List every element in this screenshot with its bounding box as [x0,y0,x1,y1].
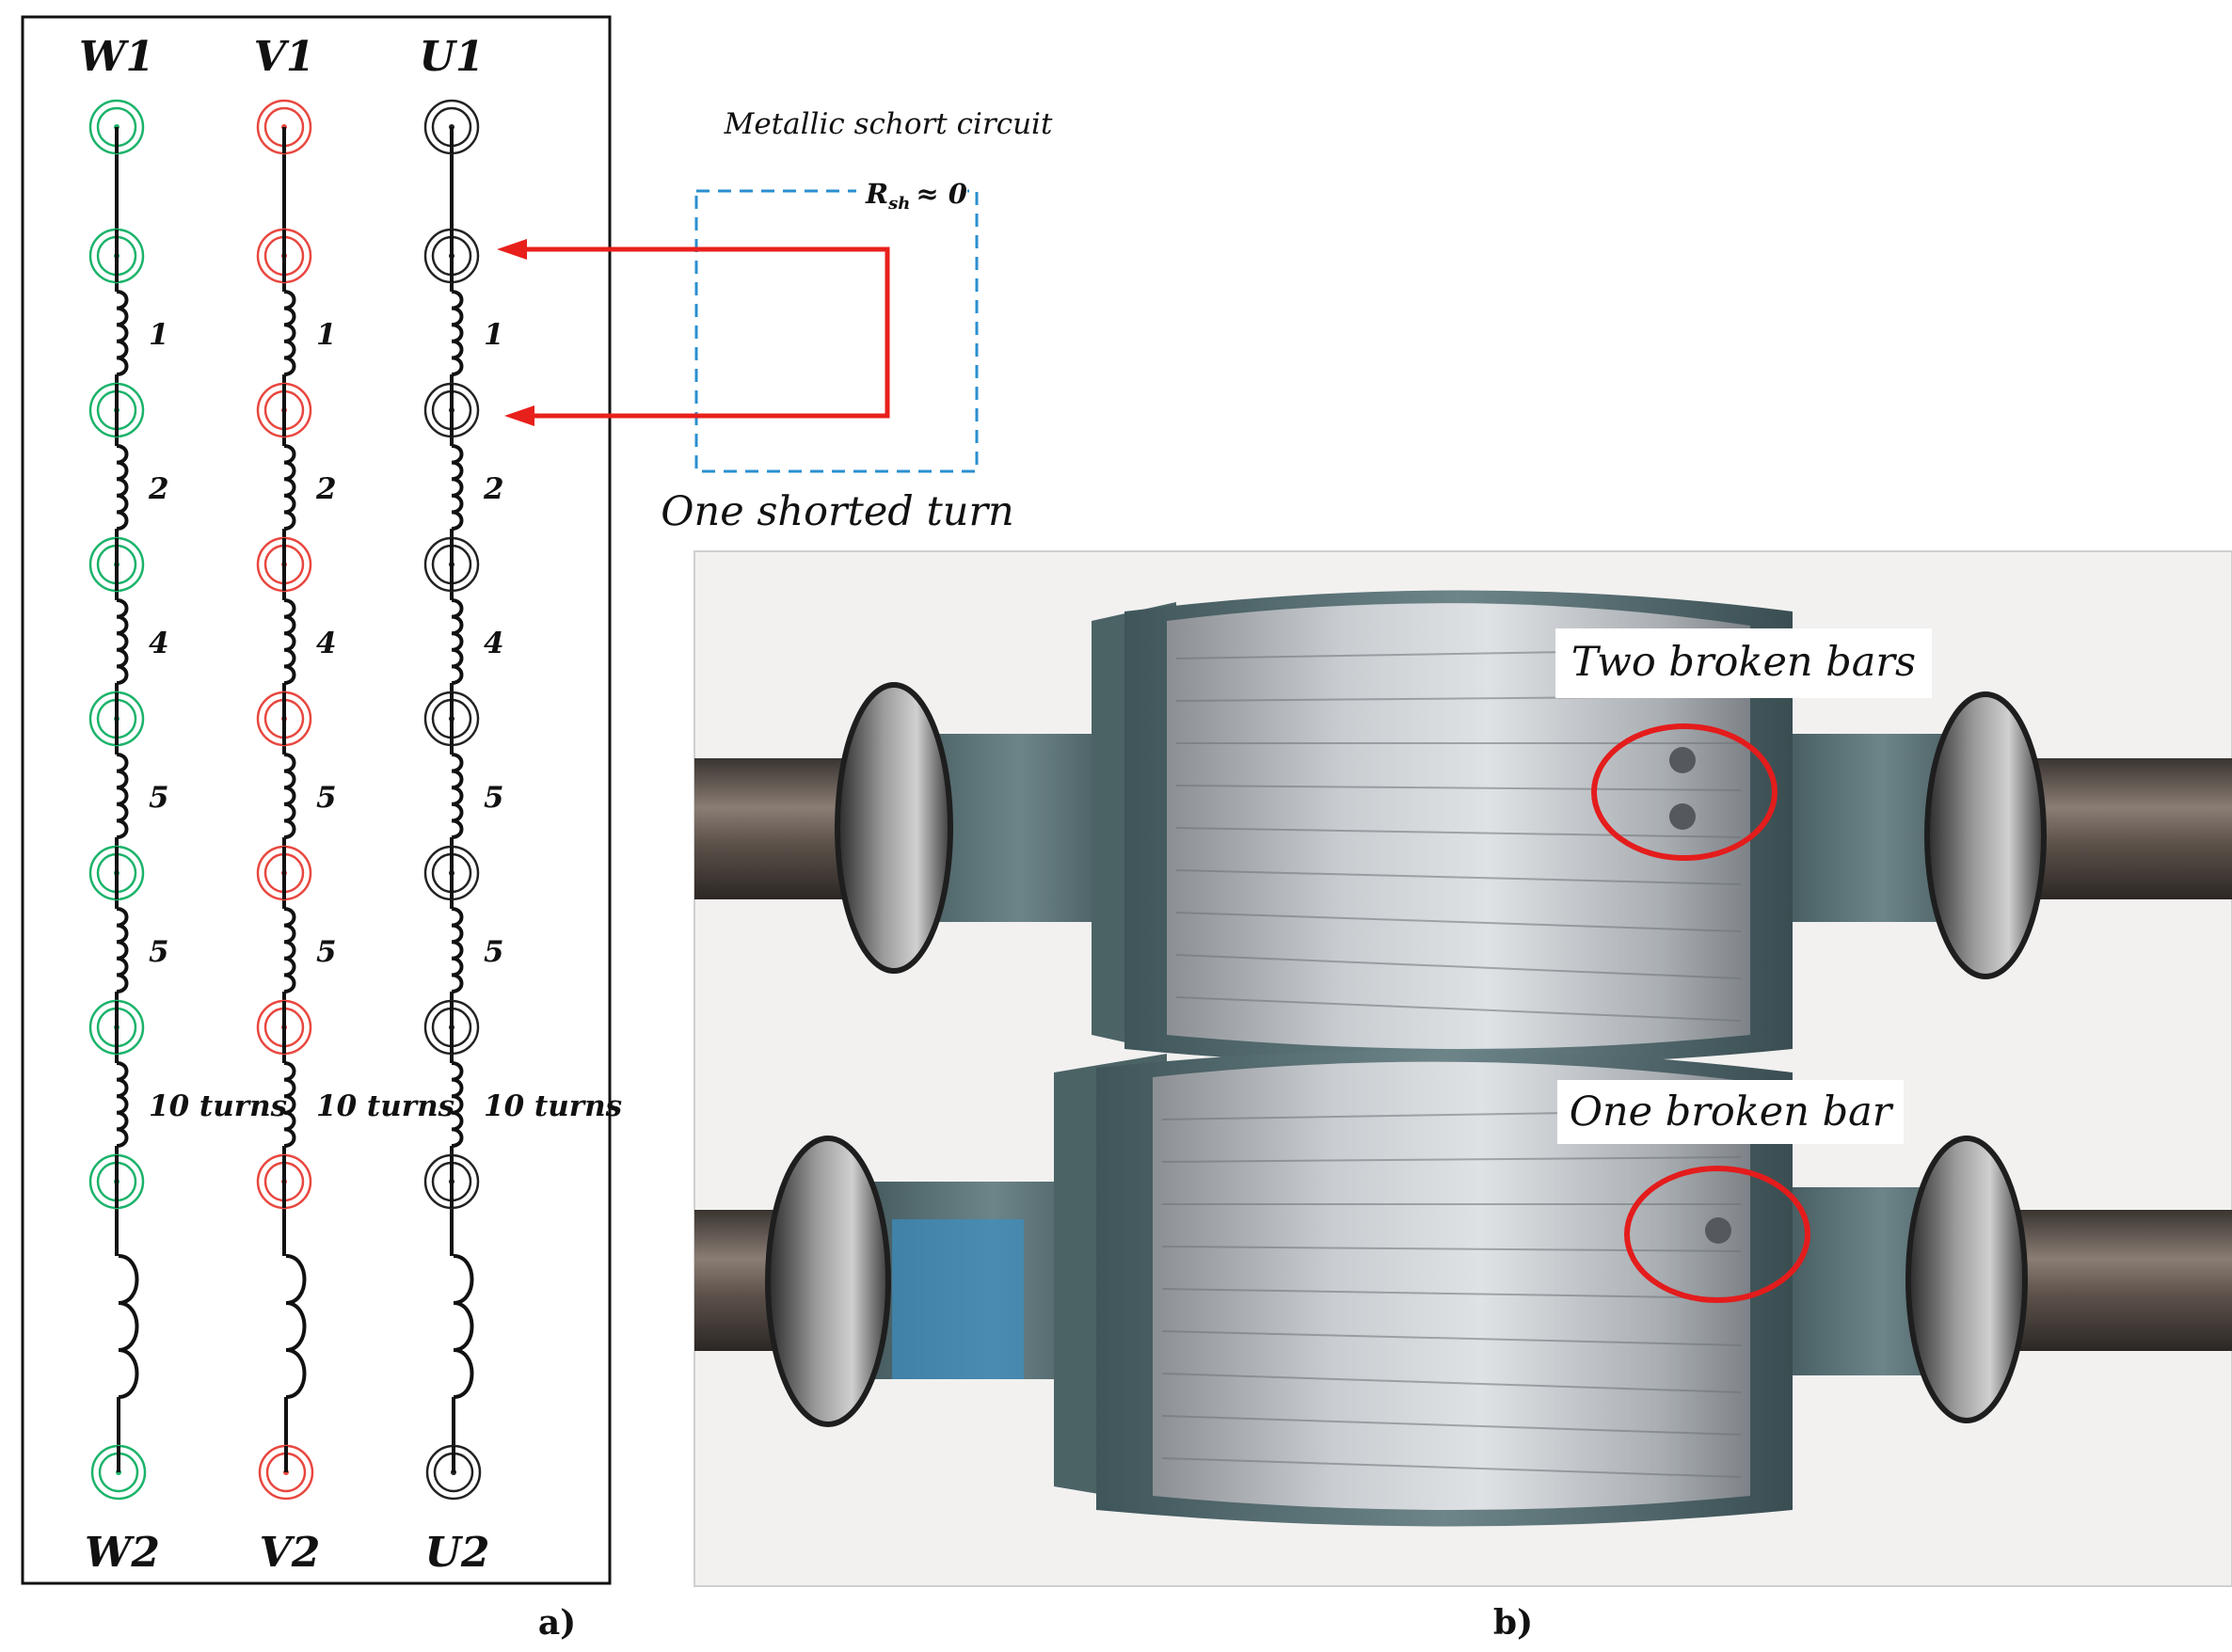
turns-label: 2 [315,472,337,506]
coil-section-2 [451,444,464,531]
rsh-label: Rsh≈ 0 [865,178,967,214]
turns-label: 1 [484,318,504,352]
turns-label: 2 [148,472,169,506]
turns-label: 5 [316,935,337,969]
coil-section-1 [283,290,296,376]
terminal-label-u1: U1 [420,33,485,81]
main-coil [453,1254,474,1399]
turns-label: 5 [484,935,504,969]
fault-caption: Metallic schort circuit [724,107,1053,141]
coil-section-4 [283,753,296,839]
rotor-photo: Two broken bars One broken bar [694,550,2232,1587]
caption-one-broken-bar: One broken bar [1570,1088,1894,1136]
caption-two-broken-bars: Two broken bars [1571,639,1916,686]
coil-section-6 [283,1061,296,1148]
turns-label: 1 [316,318,337,352]
coil-section-3 [283,598,296,685]
turns-label: 5 [149,781,169,815]
coil-section-4 [116,753,129,839]
coil-section-6 [116,1061,129,1148]
turns-label: 2 [483,472,504,506]
rotor-upper [694,590,2232,1066]
caption-bg-one [1557,1080,1904,1144]
coil-section-2 [116,444,129,531]
turns-label: 5 [316,781,337,815]
shorted-turn-label: One shorted turn [661,488,1013,535]
main-coil [118,1254,139,1399]
caption-bg-two [1555,628,1932,698]
panel-a-label: a) [538,1603,576,1643]
broken-bar-marker-lower [1624,1166,1810,1303]
coil-section-2 [283,444,296,531]
panel-b-label: b) [1493,1603,1533,1643]
terminal-label-v1: V1 [254,33,315,81]
main-coil [285,1254,307,1399]
short-circuit-wire [516,246,890,419]
fault-dashed-box [694,189,979,473]
turns-label: 4 [316,627,337,660]
turns-label: 10 turns [484,1089,622,1123]
panel-a-frame [21,15,612,1585]
broken-bars-marker-upper [1591,723,1778,861]
coil-section-3 [116,598,129,685]
coil-section-6 [451,1061,464,1148]
turns-label: 10 turns [316,1089,454,1123]
short-arrow-top-icon [497,239,527,260]
terminal-label-v2: V2 [260,1529,321,1577]
rsh-label-background [856,175,967,209]
coil-section-3 [451,598,464,685]
coil-section-1 [116,290,129,376]
rotor-lower [694,1050,2232,1527]
turns-label: 5 [484,781,504,815]
coil-section-5 [451,907,464,993]
terminal-label-u2: U2 [425,1529,490,1577]
coil-section-1 [451,290,464,376]
turns-label: 4 [484,627,504,660]
coil-section-5 [116,907,129,993]
turns-label: 10 turns [149,1089,287,1123]
terminal-label-w2: W2 [85,1529,160,1577]
turns-label: 5 [149,935,169,969]
turns-label: 1 [149,318,169,352]
short-arrow-bottom-icon [504,405,534,426]
turns-label: 4 [149,627,169,660]
coil-section-5 [283,907,296,993]
terminal-label-w1: W1 [79,33,154,81]
coil-section-4 [451,753,464,839]
